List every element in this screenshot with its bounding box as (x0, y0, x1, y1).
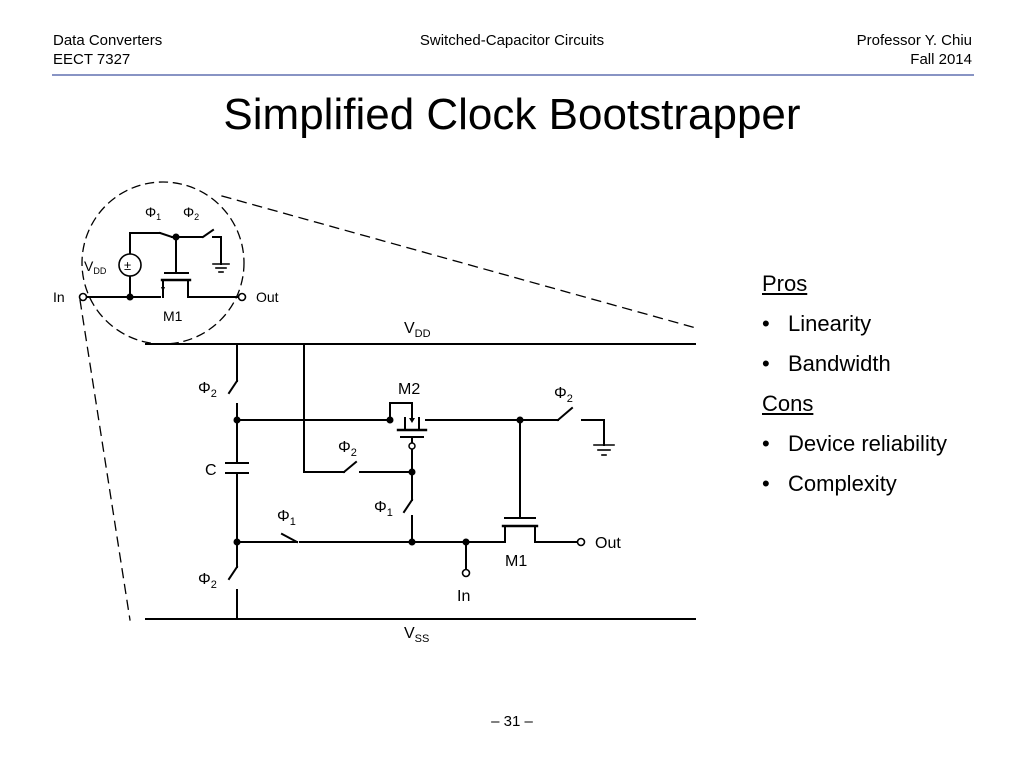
bullet: • (762, 311, 770, 336)
phi1-bottom-label: Φ1 (277, 508, 296, 528)
slide-title: Simplified Clock Bootstrapper (223, 90, 801, 139)
con-device-reliability: Device reliability (788, 431, 947, 456)
in-label: In (457, 588, 470, 605)
bullet: • (762, 471, 770, 496)
phi2-top-left-label: Φ2 (198, 380, 217, 400)
pros-cons-list: Pros • Linearity • Bandwidth Cons • Device … (762, 268, 947, 508)
capacitor-label: C (205, 462, 217, 479)
pro-bandwidth: Bandwidth (788, 351, 891, 376)
vss-label: VSS (404, 625, 429, 645)
list-item: • Bandwidth (762, 348, 947, 388)
pro-linearity: Linearity (788, 311, 872, 336)
zoom-line-top (221, 195, 697, 329)
cons-heading: Cons (762, 391, 814, 416)
header-topic: Switched-Capacitor Circuits (419, 32, 605, 49)
phi2-gate-label: Φ2 (338, 439, 357, 459)
inset-phi1-label: Φ1 (145, 204, 161, 222)
header-left: Data Converters EECT 7327 (53, 31, 162, 69)
inset-out-label: Out (256, 289, 279, 305)
inset-m1-label: M1 (163, 308, 183, 324)
inset-phi2-label: Φ2 (183, 204, 199, 222)
m1-label: M1 (505, 553, 527, 570)
bullet: • (762, 431, 770, 456)
inset-in-label: In (53, 289, 65, 305)
phi1-middle-label: Φ1 (374, 499, 393, 519)
term: Fall 2014 (910, 51, 972, 68)
phi2-right-label: Φ2 (554, 385, 573, 405)
m2-label: M2 (398, 381, 420, 398)
inset-source-symbol: ± (124, 258, 131, 273)
vdd-label: VDD (404, 320, 431, 340)
zoom-line-bottom (79, 299, 131, 621)
course-name: Data Converters (53, 32, 163, 49)
page-number: – 31 – (491, 713, 533, 730)
header-right: Professor Y. Chiu Fall 2014 (857, 31, 972, 69)
list-item: • Linearity (762, 308, 947, 348)
list-item: • Complexity (762, 468, 947, 508)
instructor-name: Professor Y. Chiu (856, 32, 972, 49)
header-divider (52, 74, 974, 76)
inset-vdd-label: VDD (84, 258, 107, 276)
phi2-bottom-left-label: Φ2 (198, 571, 217, 591)
out-label: Out (595, 535, 621, 552)
bullet: • (762, 351, 770, 376)
list-item: • Device reliability (762, 428, 947, 468)
con-complexity: Complexity (788, 471, 897, 496)
pros-heading: Pros (762, 271, 808, 296)
course-code: EECT 7327 (53, 51, 131, 68)
